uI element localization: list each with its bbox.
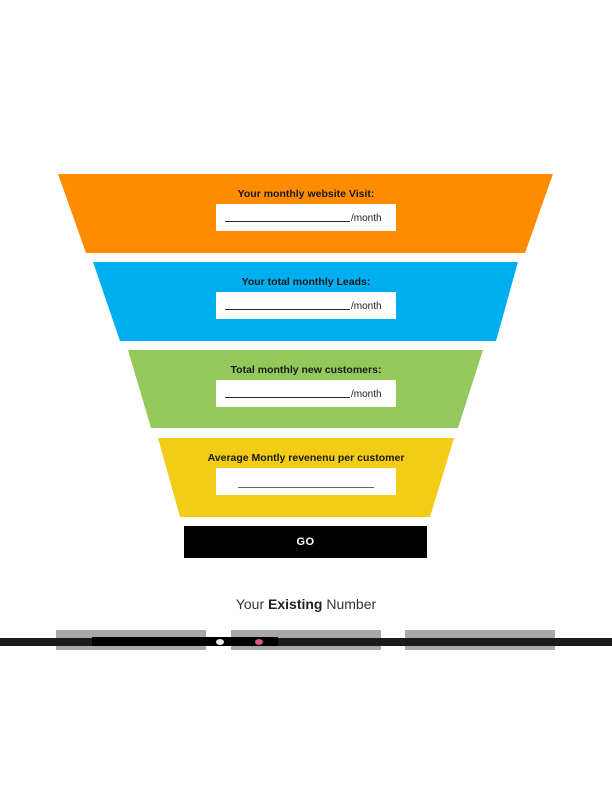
leads-input-suffix: /month <box>351 301 382 312</box>
revenue-input-line <box>238 487 374 488</box>
title-bold: Existing <box>268 596 323 612</box>
go-button[interactable]: GO <box>184 526 427 558</box>
visits-input-line <box>225 221 350 222</box>
visits-input-suffix: /month <box>351 213 382 224</box>
customers-input-suffix: /month <box>351 389 382 400</box>
existing-number-title: Your Existing Number <box>0 596 612 612</box>
revenue-input[interactable] <box>216 468 396 495</box>
toolbar-pink-dot-icon[interactable] <box>255 639 263 645</box>
funnel-stage-leads: Your total monthly Leads: /month <box>0 262 612 341</box>
customers-input[interactable]: /month <box>216 380 396 407</box>
leads-label: Your total monthly Leads: <box>241 276 371 288</box>
customers-label: Total monthly new customers: <box>230 364 382 376</box>
toolbar-gray-dot-icon[interactable] <box>216 639 224 645</box>
bottom-toolbar <box>0 637 612 646</box>
customers-input-line <box>225 397 350 398</box>
funnel-stage-revenue: Average Montly revenenu per customer <box>0 438 612 517</box>
visits-input[interactable]: /month <box>216 204 396 231</box>
funnel-stage-visits: Your monthly website Visit: /month <box>0 174 612 253</box>
leads-input-line <box>225 309 350 310</box>
leads-input[interactable]: /month <box>216 292 396 319</box>
title-suffix: Number <box>322 596 377 612</box>
visits-label: Your monthly website Visit: <box>237 188 375 200</box>
funnel-stage-customers: Total monthly new customers: /month <box>0 350 612 428</box>
title-prefix: Your <box>235 596 269 612</box>
revenue-label: Average Montly revenenu per customer <box>207 452 405 464</box>
toolbar-segment <box>92 637 278 646</box>
